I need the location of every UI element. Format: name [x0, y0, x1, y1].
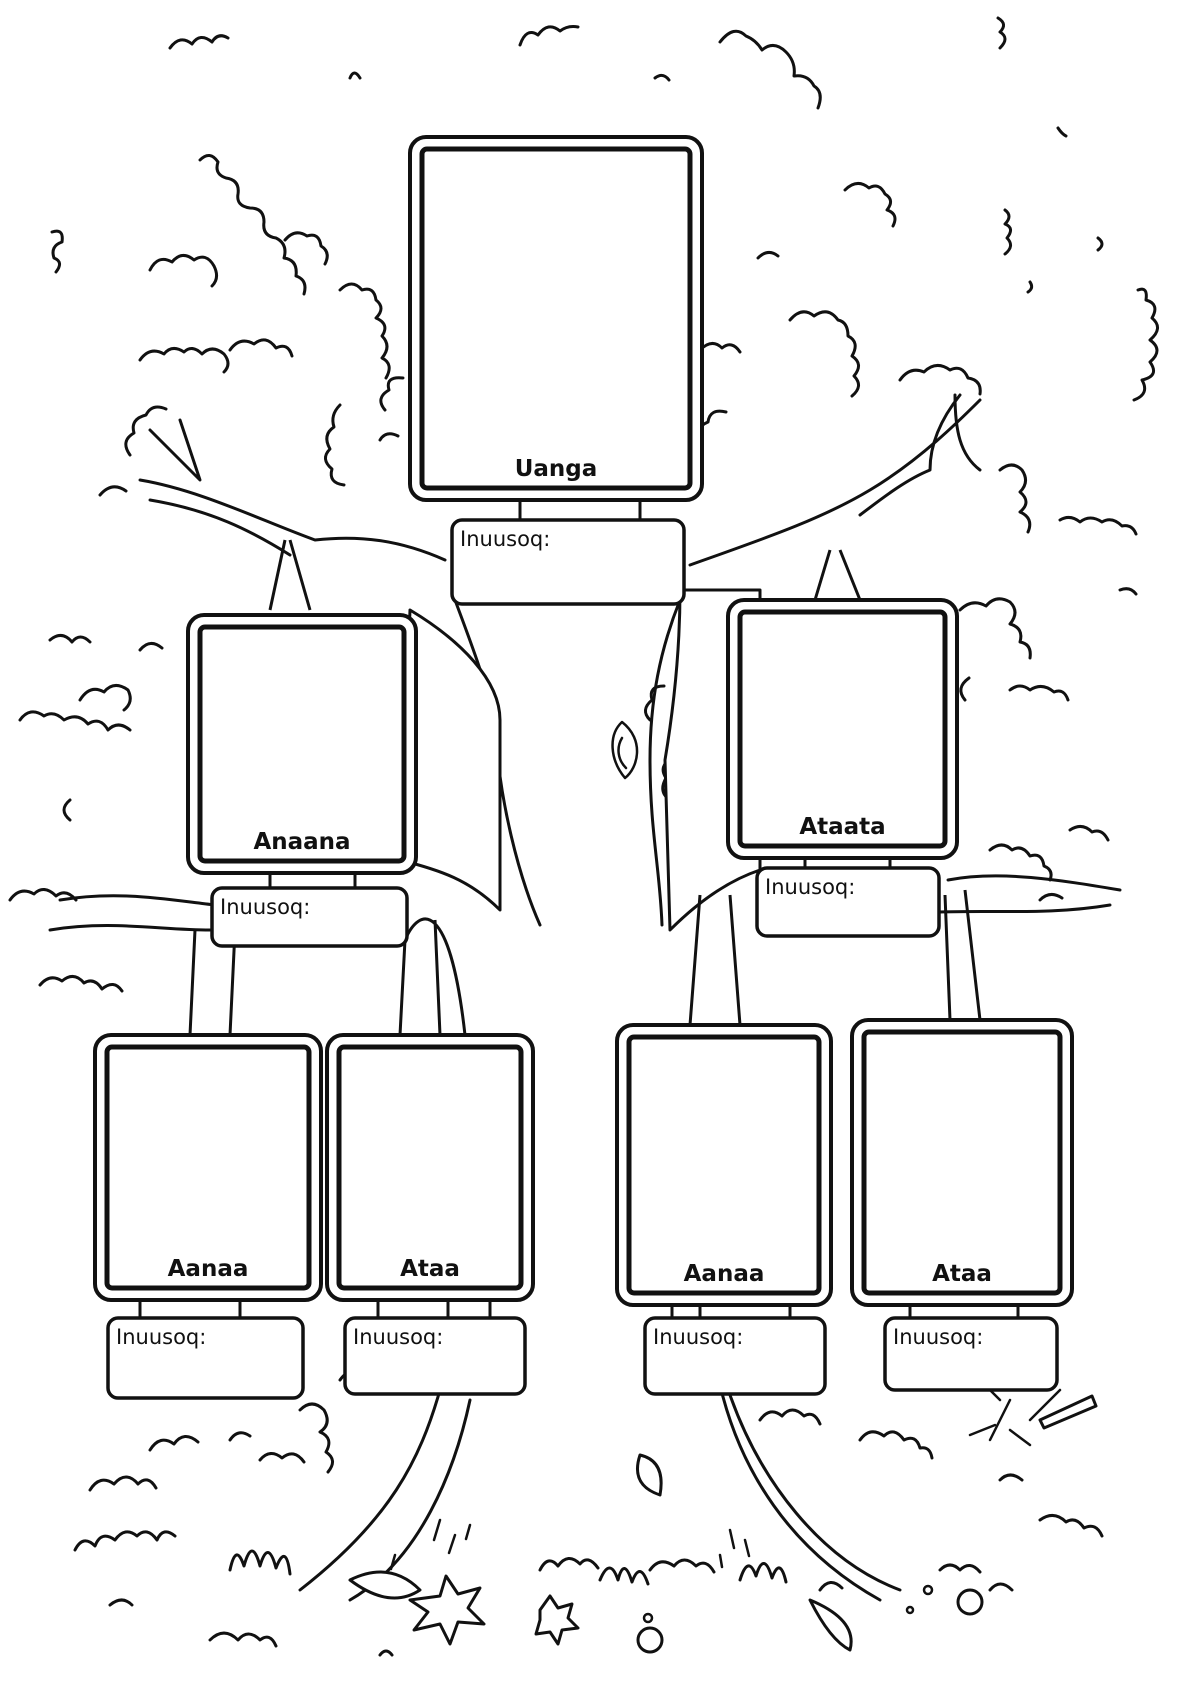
age-field[interactable] — [755, 866, 941, 938]
age-field[interactable] — [883, 1316, 1059, 1392]
age-label: Inuusoq: — [220, 895, 310, 919]
photo-area[interactable] — [419, 146, 693, 491]
age-label: Inuusoq: — [893, 1325, 983, 1349]
picture-frame-maternal-grandmother: Aanaa — [93, 1033, 323, 1302]
age-tag-maternal-grandmother: Inuusoq: — [106, 1316, 305, 1400]
age-label: Inuusoq: — [460, 527, 550, 551]
picture-frame-maternal-grandfather: Ataa — [325, 1033, 535, 1302]
age-field[interactable] — [450, 518, 686, 606]
frame-name-father: Ataata — [799, 814, 885, 840]
age-tag-father: Inuusoq: — [755, 866, 941, 938]
age-tag-maternal-grandfather: Inuusoq: — [343, 1316, 527, 1396]
frame-name-maternal-grandfather: Ataa — [400, 1256, 460, 1282]
age-tag-mother: Inuusoq: — [210, 886, 409, 948]
age-label: Inuusoq: — [353, 1325, 443, 1349]
age-label: Inuusoq: — [653, 1325, 743, 1349]
photo-area[interactable] — [737, 609, 948, 849]
photo-area[interactable] — [861, 1029, 1063, 1296]
age-label: Inuusoq: — [765, 875, 855, 899]
age-tag-paternal-grandfather: Inuusoq: — [883, 1316, 1059, 1392]
picture-frame-mother: Anaana — [186, 613, 418, 875]
frame-name-mother: Anaana — [253, 829, 350, 855]
photo-area[interactable] — [104, 1044, 312, 1291]
age-tag-paternal-grandmother: Inuusoq: — [643, 1316, 827, 1396]
age-field[interactable] — [106, 1316, 305, 1400]
photo-area[interactable] — [336, 1044, 524, 1291]
grass-and-ground — [73, 1368, 1104, 1657]
tree-foliage — [8, 16, 1159, 993]
frame-name-child: Uanga — [515, 456, 598, 482]
photo-area[interactable] — [626, 1034, 822, 1296]
age-field[interactable] — [643, 1316, 827, 1396]
picture-frame-paternal-grandfather: Ataa — [850, 1018, 1074, 1307]
age-field[interactable] — [210, 886, 409, 948]
age-tag-child: Inuusoq: — [450, 518, 686, 606]
picture-frame-father: Ataata — [726, 598, 959, 860]
frame-name-maternal-grandmother: Aanaa — [168, 1256, 249, 1282]
photo-area[interactable] — [197, 624, 407, 864]
frame-name-paternal-grandfather: Ataa — [932, 1261, 992, 1287]
name-tags: Inuusoq: Inuusoq: Inuusoq: Inuusoq: Inuusoq:… — [106, 518, 1059, 1400]
age-label: Inuusoq: — [116, 1325, 206, 1349]
age-field[interactable] — [343, 1316, 527, 1396]
picture-frame-child: Uanga — [408, 135, 704, 502]
picture-frame-paternal-grandmother: Aanaa — [615, 1023, 833, 1307]
frame-name-paternal-grandmother: Aanaa — [684, 1261, 765, 1287]
